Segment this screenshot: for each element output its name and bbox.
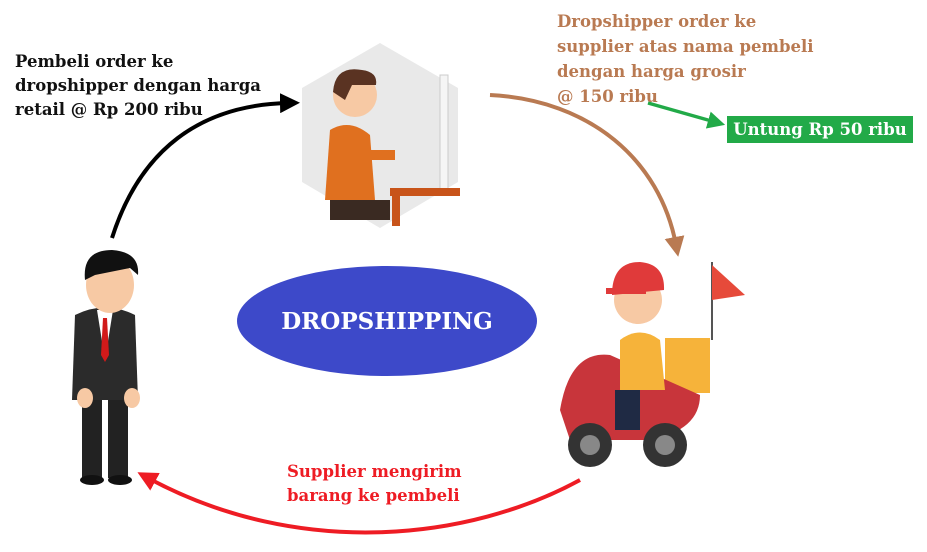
supplier-courier-illustration: [560, 262, 745, 467]
supplier-text-line: barang ke pembeli: [287, 486, 460, 505]
supplier-text-line: Supplier mengirim: [287, 462, 462, 481]
buyer-text-line: dropshipper dengan harga: [15, 76, 261, 95]
dropshipper-order-text: Dropshipper order ke supplier atas nama …: [557, 9, 814, 109]
profit-badge: Untung Rp 50 ribu: [727, 116, 913, 143]
dropshipper-illustration: [302, 43, 460, 228]
dropshipper-text-line: Dropshipper order ke: [557, 12, 757, 31]
dropshipper-text-line: dengan harga grosir: [557, 62, 746, 81]
buyer-text-line: Pembeli order ke: [15, 52, 174, 71]
buyer-order-text: Pembeli order ke dropshipper dengan harg…: [15, 50, 261, 122]
supplier-to-buyer-arrow: [137, 472, 581, 535]
buyer-to-dropshipper-arrow: [110, 93, 300, 239]
profit-arrow: [647, 101, 726, 129]
buyer-illustration: [72, 250, 140, 485]
dropshipping-center-label: DROPSHIPPING: [237, 266, 537, 376]
supplier-shipping-text: Supplier mengirim barang ke pembeli: [287, 460, 462, 508]
dropshipper-to-supplier-arrow: [489, 93, 685, 257]
buyer-text-line: retail @ Rp 200 ribu: [15, 100, 203, 119]
dropshipper-text-line: @ 150 ribu: [557, 87, 658, 106]
dropshipper-text-line: supplier atas nama pembeli: [557, 37, 814, 56]
center-label-text: DROPSHIPPING: [281, 307, 493, 335]
